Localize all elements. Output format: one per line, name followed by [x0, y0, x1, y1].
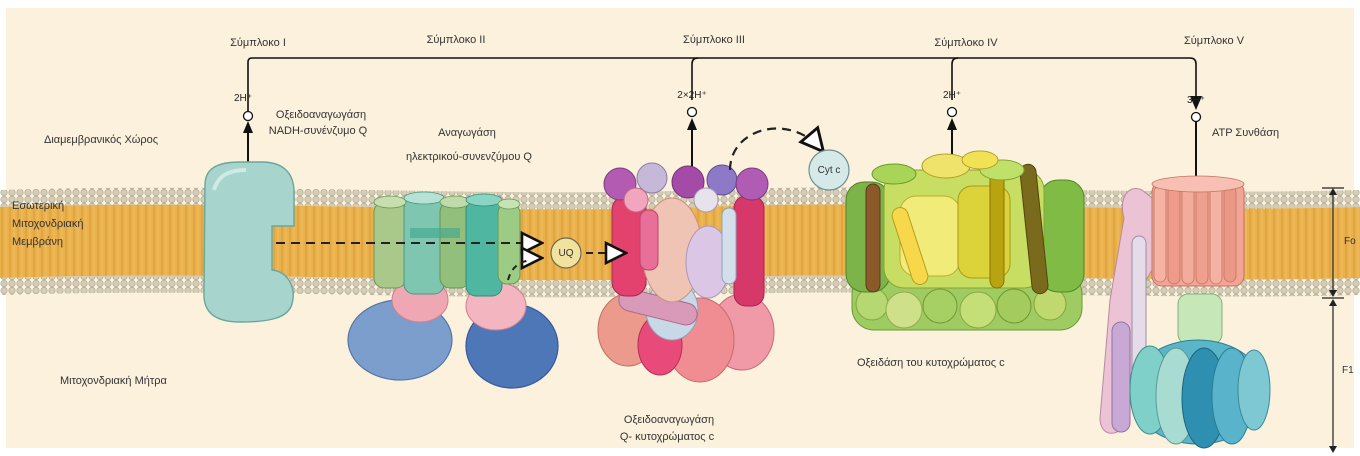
complex-iii-title: Σύμπλοκο ΙΙΙ: [683, 33, 745, 48]
proton-label-c1: 2H⁺: [234, 93, 252, 104]
inner-membrane-label-1: Εσωτερική: [12, 199, 64, 214]
complex-v-process: ATP Συνθάση: [1212, 126, 1279, 141]
complex-i-process-line2: NADH-συνένζυμο Q: [269, 124, 367, 139]
ubiquinone-label: UQ: [559, 246, 574, 261]
complex-iii-shape: [598, 163, 774, 382]
mitochondrial-matrix-label: Μιτοχονδριακή Μήτρα: [60, 374, 167, 389]
complex-i-title: Σύμπλοκο Ι: [230, 36, 286, 51]
complex-iii-process-line2: Q- κυτοχρώματος c: [620, 430, 714, 445]
f1-arrow-bottom: [1329, 446, 1337, 453]
complex-v-title: Σύμπλοκο V: [1184, 34, 1244, 49]
inner-membrane-label-2: Μιτοχονδριακή: [12, 217, 84, 232]
complex-ii-process-line1: Αναγωγάση: [438, 126, 496, 141]
intermembrane-space-label: Διαμεμβρανικός Χώρος: [44, 133, 158, 148]
fo-label: Fo: [1344, 236, 1356, 247]
complex-ii-process-line2: ηλεκτρικού-συνενζύμου Q: [406, 150, 532, 165]
complex-iv-title: Σύμπλοκο ΙV: [934, 36, 997, 51]
inner-membrane-label-3: Μεμβράνη: [12, 235, 63, 250]
proton-label-c4: 2H⁺: [943, 90, 961, 101]
cytochrome-c-label: Cyt c: [818, 163, 841, 178]
proton-label-c5: 3H⁺: [1187, 95, 1205, 106]
f1-label: F1: [1342, 365, 1354, 376]
complex-i-process-line1: Οξειδοαναγωγάση: [276, 108, 366, 123]
complex-ii-title: Σύμπλοκο ΙΙ: [427, 33, 486, 48]
complex-iv-process: Οξειδάση του κυτοχρώματος c: [857, 356, 1005, 371]
proton-label-c3: 2×2H⁺: [677, 90, 706, 101]
complex-iii-process-line1: Οξειδοαναγωγάση: [624, 413, 714, 428]
